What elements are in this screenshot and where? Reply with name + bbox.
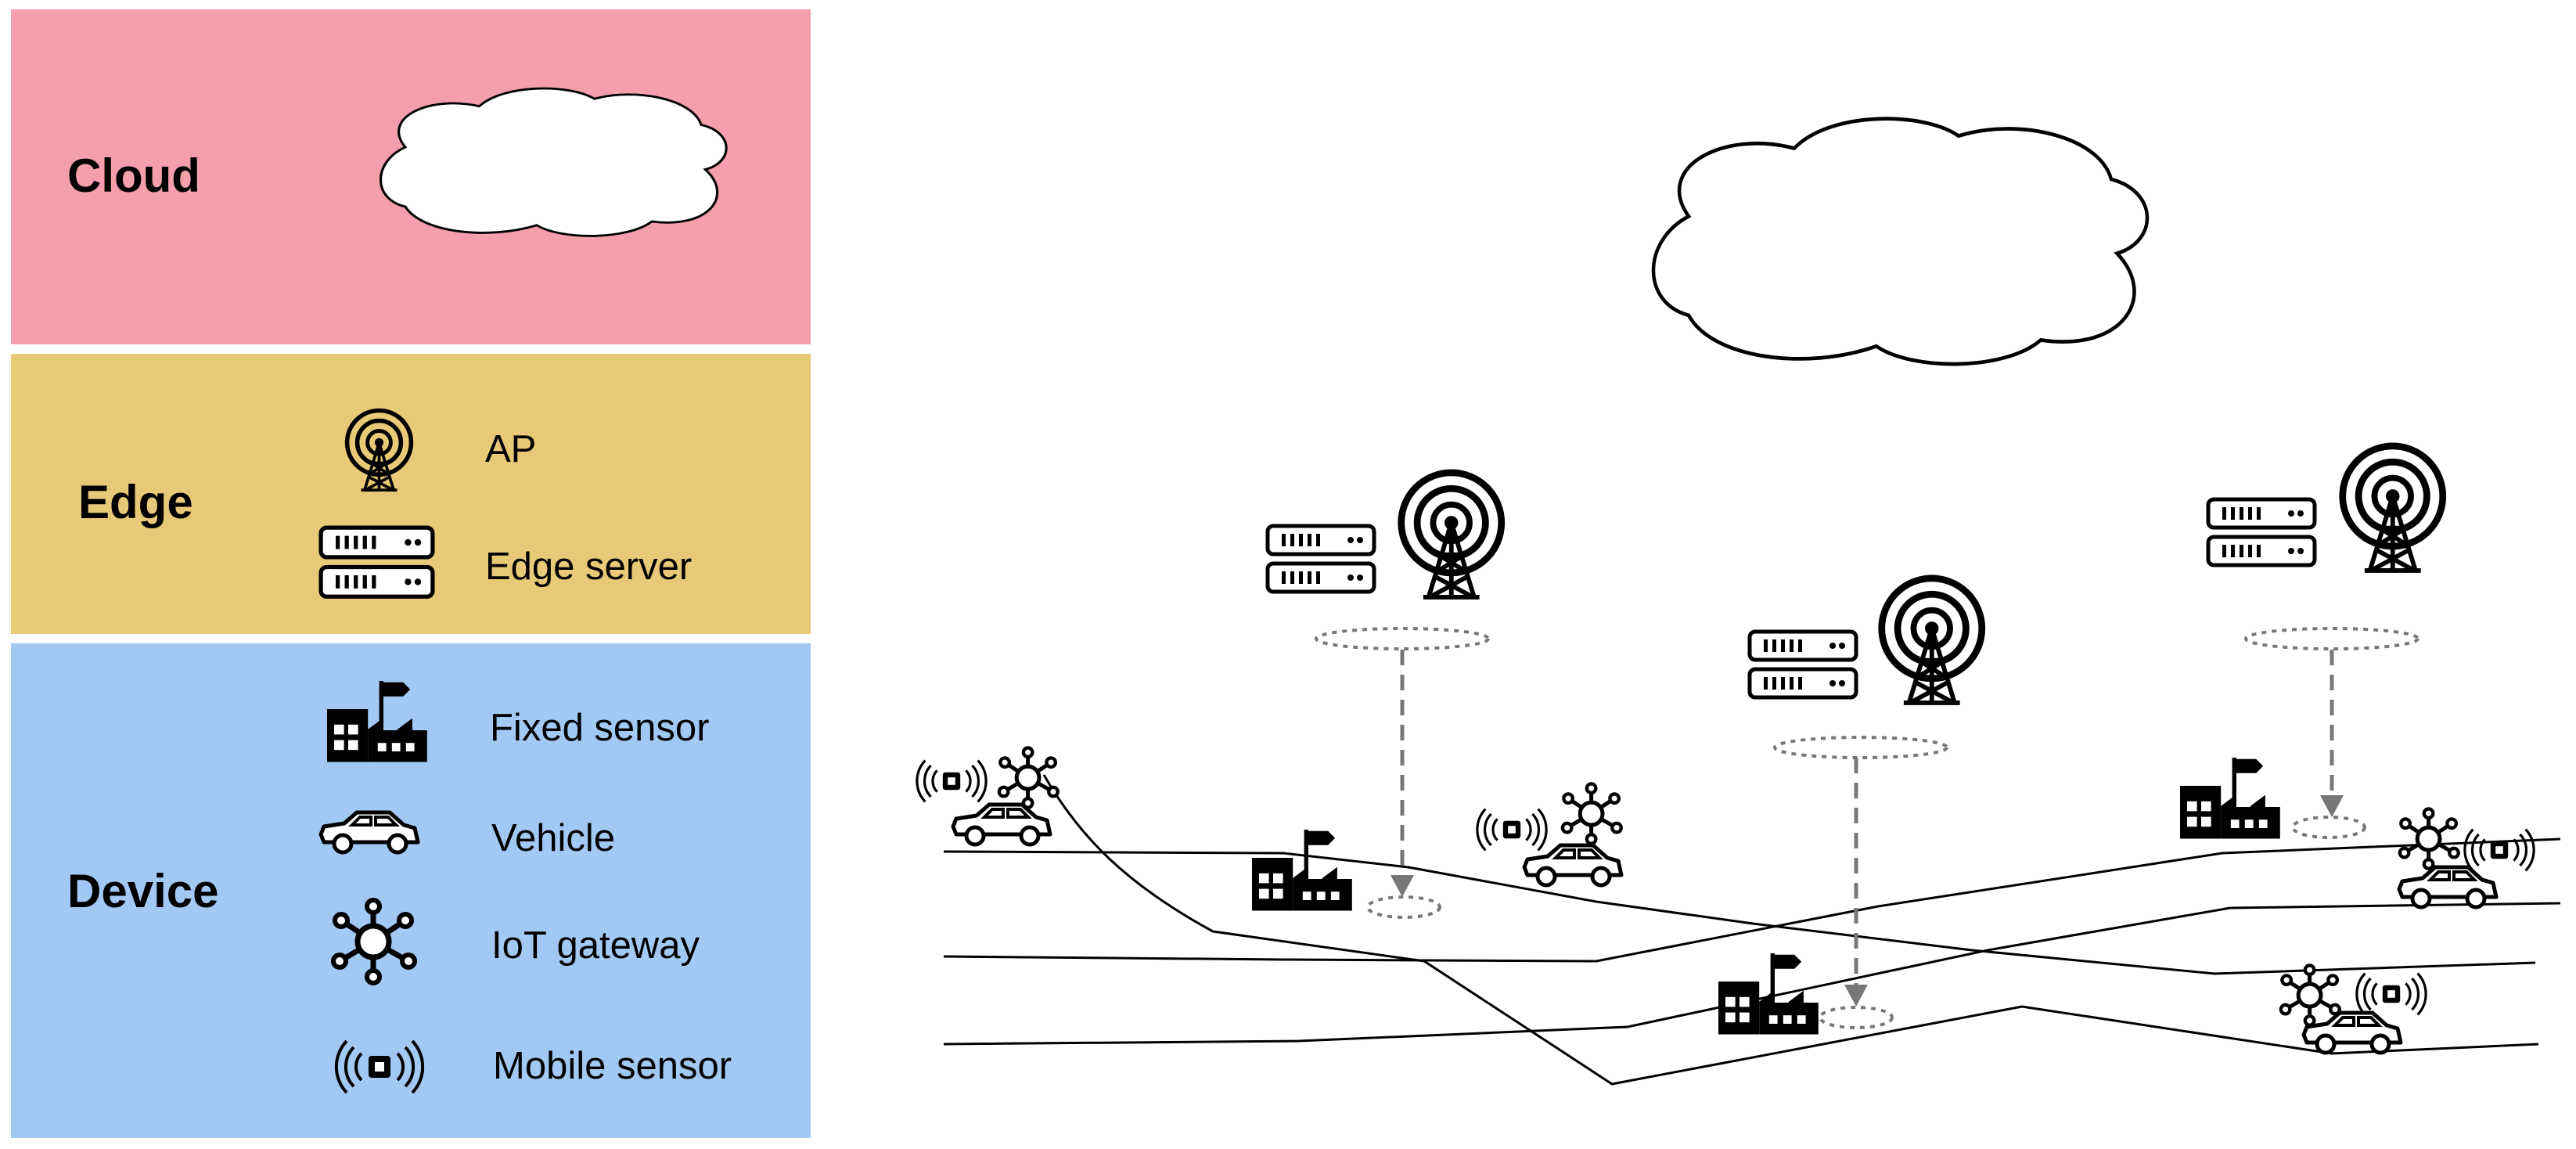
car-icon-1 — [953, 805, 1050, 845]
ap-tower-icon-2 — [1882, 578, 1982, 703]
car-icon-2 — [1524, 845, 1621, 885]
ap-tower-icon-3 — [2343, 446, 2443, 571]
edge-server-icon-2 — [1750, 632, 1856, 697]
legend-factory-icon — [326, 680, 428, 763]
hub-icon-2 — [1563, 783, 1621, 843]
legend-vehicle-label: Vehicle — [491, 817, 616, 859]
hub-icon-1 — [999, 747, 1058, 807]
road-lines — [943, 774, 2561, 1086]
cloud-layer-title: Cloud — [67, 149, 200, 202]
mobile-sensor-icon-2 — [1476, 807, 1548, 852]
factory-icon-3 — [2179, 757, 2281, 840]
legend-iot-gateway-label: IoT gateway — [491, 924, 700, 967]
main-cloud-icon — [1653, 119, 2147, 364]
legend-edge-server-icon — [321, 528, 433, 596]
legend-mobile-sensor-label: Mobile sensor — [493, 1045, 732, 1087]
car-icon-3 — [2399, 867, 2496, 907]
offload-arrows — [1400, 650, 2334, 988]
edge-server-icon-3 — [2208, 499, 2315, 565]
legend-cloud-icon — [379, 87, 728, 238]
legend-broadcast-sensor-icon — [334, 1039, 425, 1094]
coverage-rings — [1315, 627, 2419, 1029]
arrow-heads — [1391, 795, 2344, 1007]
hub-icon-4 — [2281, 965, 2340, 1025]
ap-tower-icon-1 — [1401, 473, 1502, 597]
device-layer-title: Device — [67, 865, 219, 917]
factory-icon-1 — [1251, 829, 1353, 912]
legend-hub-icon — [333, 900, 415, 983]
mobile-sensor-icon-4 — [2355, 971, 2427, 1017]
legend-fixed-sensor-label: Fixed sensor — [490, 707, 710, 749]
legend-ap-label: AP — [485, 428, 537, 470]
car-icon-4 — [2304, 1013, 2401, 1053]
mobile-sensor-icon-3 — [2463, 827, 2535, 873]
edge-layer-title: Edge — [78, 476, 193, 528]
factory-icon-2 — [1718, 953, 1819, 1036]
legend-edge-server-label: Edge server — [485, 546, 693, 588]
hub-icon-3 — [2400, 809, 2459, 868]
legend-car-icon — [321, 812, 418, 852]
legend-ap-tower-icon — [347, 410, 412, 490]
edge-server-icon-1 — [1268, 526, 1374, 592]
mobile-sensor-icon-1 — [916, 758, 988, 804]
